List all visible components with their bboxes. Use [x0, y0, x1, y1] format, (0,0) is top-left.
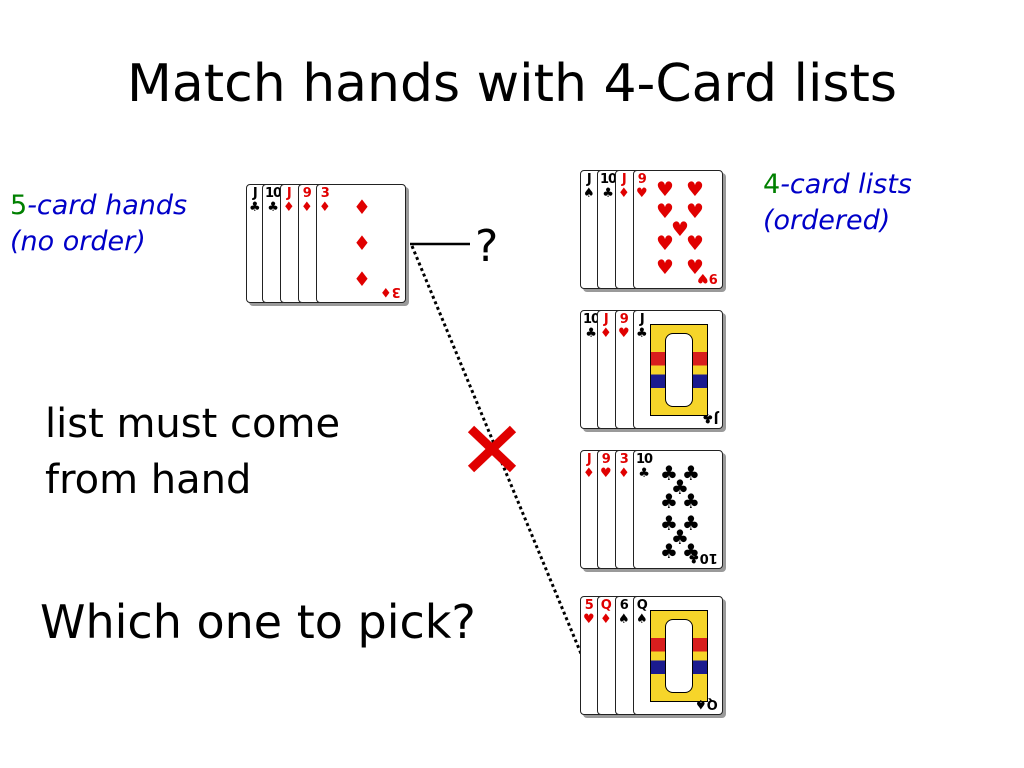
heart-pip-icon: ♥: [686, 255, 704, 279]
hands-label: 5-card hands (no order): [10, 188, 187, 260]
dotted-connector-line: [410, 245, 584, 657]
club-pip-icon: ♣: [682, 511, 700, 535]
card-rank: 5: [584, 598, 594, 613]
card-rank: Q: [706, 696, 718, 711]
heart-icon: ♥: [636, 186, 648, 201]
card-rank: J: [286, 186, 292, 201]
card-rank: Q: [636, 598, 648, 613]
diamond-icon: ♦: [319, 200, 331, 215]
diamond-icon: ♦: [618, 466, 630, 481]
heart-icon: ♥: [600, 466, 612, 481]
card-rank: 3: [619, 452, 629, 467]
red-x-icon: [467, 425, 517, 473]
queen-face-icon: [650, 610, 708, 702]
club-icon: ♣: [636, 326, 648, 341]
question-mark: ?: [475, 221, 499, 272]
note-text: list must come from hand: [45, 396, 340, 508]
card-rank: 9: [302, 186, 312, 201]
spade-icon: ♠: [695, 696, 707, 711]
card-rank: 10: [636, 452, 653, 467]
club-pip-icon: ♣: [660, 539, 678, 563]
lists-label-note: (ordered): [763, 205, 891, 236]
club-pip-icon: ♣: [660, 489, 678, 513]
club-pip-icon: ♣: [682, 489, 700, 513]
card-rank: J: [586, 172, 592, 187]
note-line-2: from hand: [45, 457, 252, 503]
card-rank: 10: [600, 172, 617, 187]
diamond-pip-icon: ♦: [353, 231, 371, 255]
card-rank: J: [586, 452, 592, 467]
diamond-icon: ♦: [618, 186, 630, 201]
card-rank: 10: [265, 186, 282, 201]
club-icon: ♣: [701, 410, 714, 425]
card-rank: J: [639, 312, 645, 327]
club-pip-icon: ♣: [682, 539, 700, 563]
card-rank: 9: [708, 270, 718, 285]
diamond-icon: ♦: [600, 326, 612, 341]
lists-label-text: -card lists: [780, 169, 912, 200]
heart-pip-icon: ♥: [686, 177, 704, 201]
lists-label: 4-card lists (ordered): [763, 167, 912, 239]
hand-card-5: 3♦ ♦ ♦ ♦ 3♦: [316, 184, 406, 303]
card-rank: 9: [601, 452, 611, 467]
diamond-icon: ♦: [283, 200, 295, 215]
card-rank: 6: [619, 598, 629, 613]
heart-icon: ♥: [697, 270, 709, 285]
card-rank: J: [252, 186, 258, 201]
card-rank: J: [621, 172, 627, 187]
diamond-icon: ♦: [583, 466, 595, 481]
heart-pip-icon: ♥: [656, 177, 674, 201]
card-rank: 9: [637, 172, 647, 187]
slide-title: Match hands with 4-Card lists: [127, 54, 897, 114]
diamond-icon: ♦: [600, 612, 612, 627]
card-rank: J: [603, 312, 609, 327]
club-icon: ♣: [638, 466, 650, 481]
heart-pip-icon: ♥: [656, 199, 674, 223]
list1-card-4: 9♥ ♥ ♥ ♥ ♥ ♥ ♥ ♥ ♥ ♥ 9♥: [633, 170, 723, 289]
club-icon: ♣: [602, 186, 614, 201]
hands-label-text: -card hands: [27, 190, 188, 221]
heart-pip-icon: ♥: [686, 231, 704, 255]
club-pip-icon: ♣: [660, 461, 678, 485]
diamond-pip-icon: ♦: [353, 195, 371, 219]
diamond-icon: ♦: [380, 284, 392, 299]
list3-card-4: 10♣ ♣ ♣ ♣ ♣ ♣ ♣ ♣ ♣ ♣ ♣ 10♣: [633, 450, 723, 569]
diamond-pip-icon: ♦: [353, 267, 371, 291]
club-icon: ♣: [585, 326, 597, 341]
card-rank: 3: [391, 284, 401, 299]
list4-card-4: Q♠ Q♠: [633, 596, 723, 715]
jack-face-icon: [650, 324, 708, 416]
card-rank: 10: [583, 312, 600, 327]
club-pip-icon: ♣: [660, 511, 678, 535]
card-rank: Q: [600, 598, 612, 613]
hands-label-note: (no order): [10, 226, 146, 257]
heart-icon: ♥: [618, 326, 630, 341]
heart-pip-icon: ♥: [671, 217, 689, 241]
club-icon: ♣: [267, 200, 279, 215]
hands-label-number: 5: [10, 190, 28, 221]
spade-icon: ♠: [618, 612, 630, 627]
club-icon: ♣: [688, 550, 700, 565]
card-rank: 3: [320, 186, 330, 201]
diamond-icon: ♦: [301, 200, 313, 215]
bottom-question: Which one to pick?: [40, 595, 476, 649]
heart-pip-icon: ♥: [656, 231, 674, 255]
lists-label-number: 4: [763, 169, 781, 200]
heart-pip-icon: ♥: [656, 255, 674, 279]
club-pip-icon: ♣: [671, 525, 689, 549]
list2-card-4: J♣ J♣: [633, 310, 723, 429]
spade-icon: ♠: [636, 612, 648, 627]
note-line-1: list must come: [45, 401, 341, 447]
club-pip-icon: ♣: [671, 475, 689, 499]
card-rank: J: [713, 410, 718, 425]
club-pip-icon: ♣: [682, 461, 700, 485]
card-rank: 10: [699, 550, 718, 565]
club-icon: ♣: [249, 200, 261, 215]
spade-icon: ♠: [583, 186, 595, 201]
heart-pip-icon: ♥: [686, 199, 704, 223]
card-rank: 9: [619, 312, 629, 327]
heart-icon: ♥: [583, 612, 595, 627]
